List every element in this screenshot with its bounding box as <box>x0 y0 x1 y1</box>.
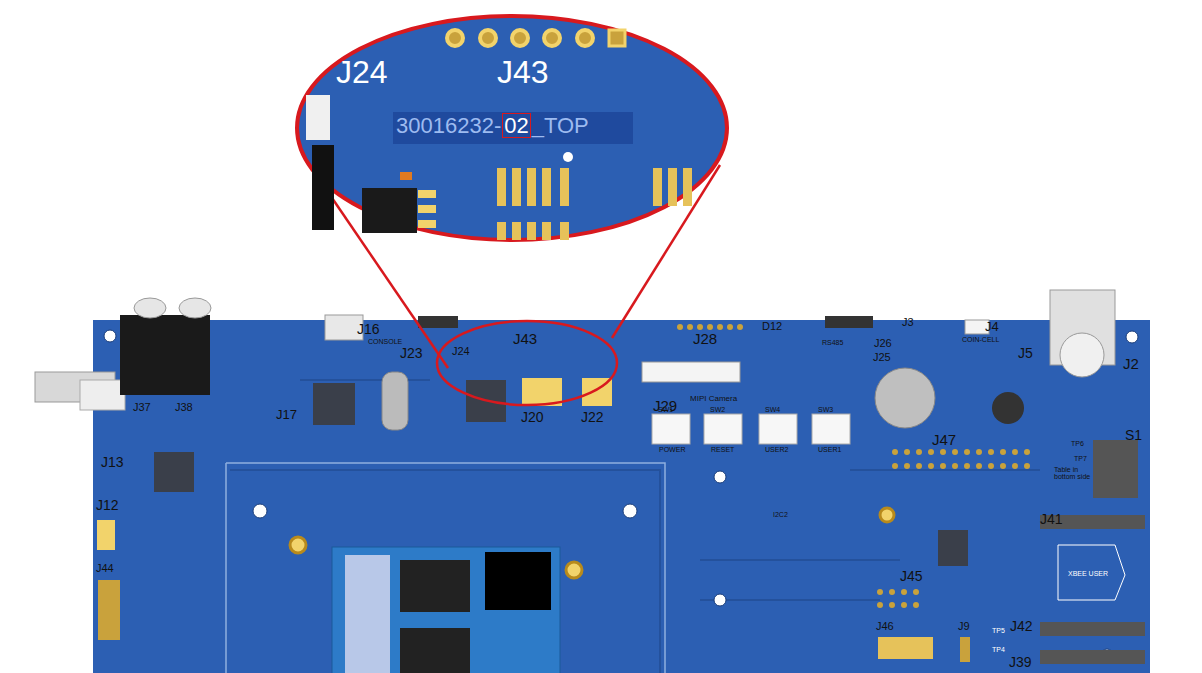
silk-label: MIPI Camera <box>690 395 737 403</box>
test-point: TP6 <box>1071 440 1084 447</box>
switch-label: SW1 <box>658 406 673 413</box>
ref-designator: J46 <box>876 621 894 633</box>
buttons <box>652 414 850 444</box>
ref-designator: J12 <box>96 498 119 513</box>
ref-designator: D12 <box>762 321 782 333</box>
zoom-callout <box>297 16 727 240</box>
ref-designator: J16 <box>357 322 380 337</box>
silk-label: I2C2 <box>773 511 788 518</box>
test-point: TP5 <box>992 627 1005 634</box>
rca-jack <box>165 315 210 395</box>
pads <box>98 324 1030 662</box>
ref-designator: J37 <box>133 402 151 414</box>
zoom-details <box>306 30 692 240</box>
part-number: 30016232- <box>396 114 501 137</box>
ref-designator: J4 <box>985 320 999 334</box>
revision-number: 02 <box>503 114 529 137</box>
ref-designator: J5 <box>1018 346 1033 361</box>
ref-designator: J42 <box>1010 619 1033 634</box>
ref-designator: J45 <box>900 569 923 584</box>
ref-designator: J44 <box>96 563 114 575</box>
crystal <box>382 372 408 430</box>
test-point: TP4 <box>992 646 1005 653</box>
ref-designator: J39 <box>1009 655 1032 670</box>
ref-designator: J38 <box>175 402 193 414</box>
silk-label: RS485 <box>822 339 843 346</box>
note: Table in bottom side <box>1054 466 1094 481</box>
ref-designator: J24 <box>452 346 470 358</box>
fpc-connector <box>642 362 740 382</box>
switch-label: SW3 <box>818 406 833 413</box>
ref-designator: J13 <box>101 455 124 470</box>
ref-designator: J22 <box>581 410 604 425</box>
ref-designator: J47 <box>932 432 956 448</box>
ref-designator: S1 <box>1125 428 1142 443</box>
silk-label: COIN-CELL <box>962 336 999 343</box>
silk-label: CONSOLE <box>368 338 402 345</box>
switch-label: SW2 <box>710 406 725 413</box>
test-point: TP7 <box>1074 455 1087 462</box>
switch-label: USER1 <box>818 446 841 453</box>
som-module <box>332 547 560 673</box>
ref-designator: J2 <box>1123 356 1139 372</box>
zoom-label: J24 <box>336 56 388 90</box>
switch-label: RESET <box>711 446 734 453</box>
ref-designator: J43 <box>513 331 537 347</box>
switch-label: USER2 <box>765 446 788 453</box>
part-number-suffix: _TOP <box>532 114 589 137</box>
ref-designator: J20 <box>521 410 544 425</box>
buzzer <box>875 368 935 428</box>
ic <box>154 380 1138 566</box>
ref-designator: J3 <box>902 317 914 329</box>
switch-label: SW4 <box>765 406 780 413</box>
holes <box>104 330 1138 661</box>
ref-designator: J9 <box>958 621 970 633</box>
board <box>93 320 1150 673</box>
switch-label: POWER <box>659 446 685 453</box>
ref-designator: J17 <box>276 408 297 422</box>
silk-label: XBEE USER <box>1068 570 1108 577</box>
sma-body <box>80 380 125 410</box>
ref-designator: J26 <box>874 338 892 350</box>
ref-designator: J28 <box>693 331 717 347</box>
ref-designator: J23 <box>400 346 423 361</box>
rca-jack <box>120 315 165 395</box>
ref-designator: J41 <box>1040 512 1063 527</box>
ref-designator: J25 <box>873 352 891 364</box>
zoom-label: J43 <box>497 56 549 90</box>
